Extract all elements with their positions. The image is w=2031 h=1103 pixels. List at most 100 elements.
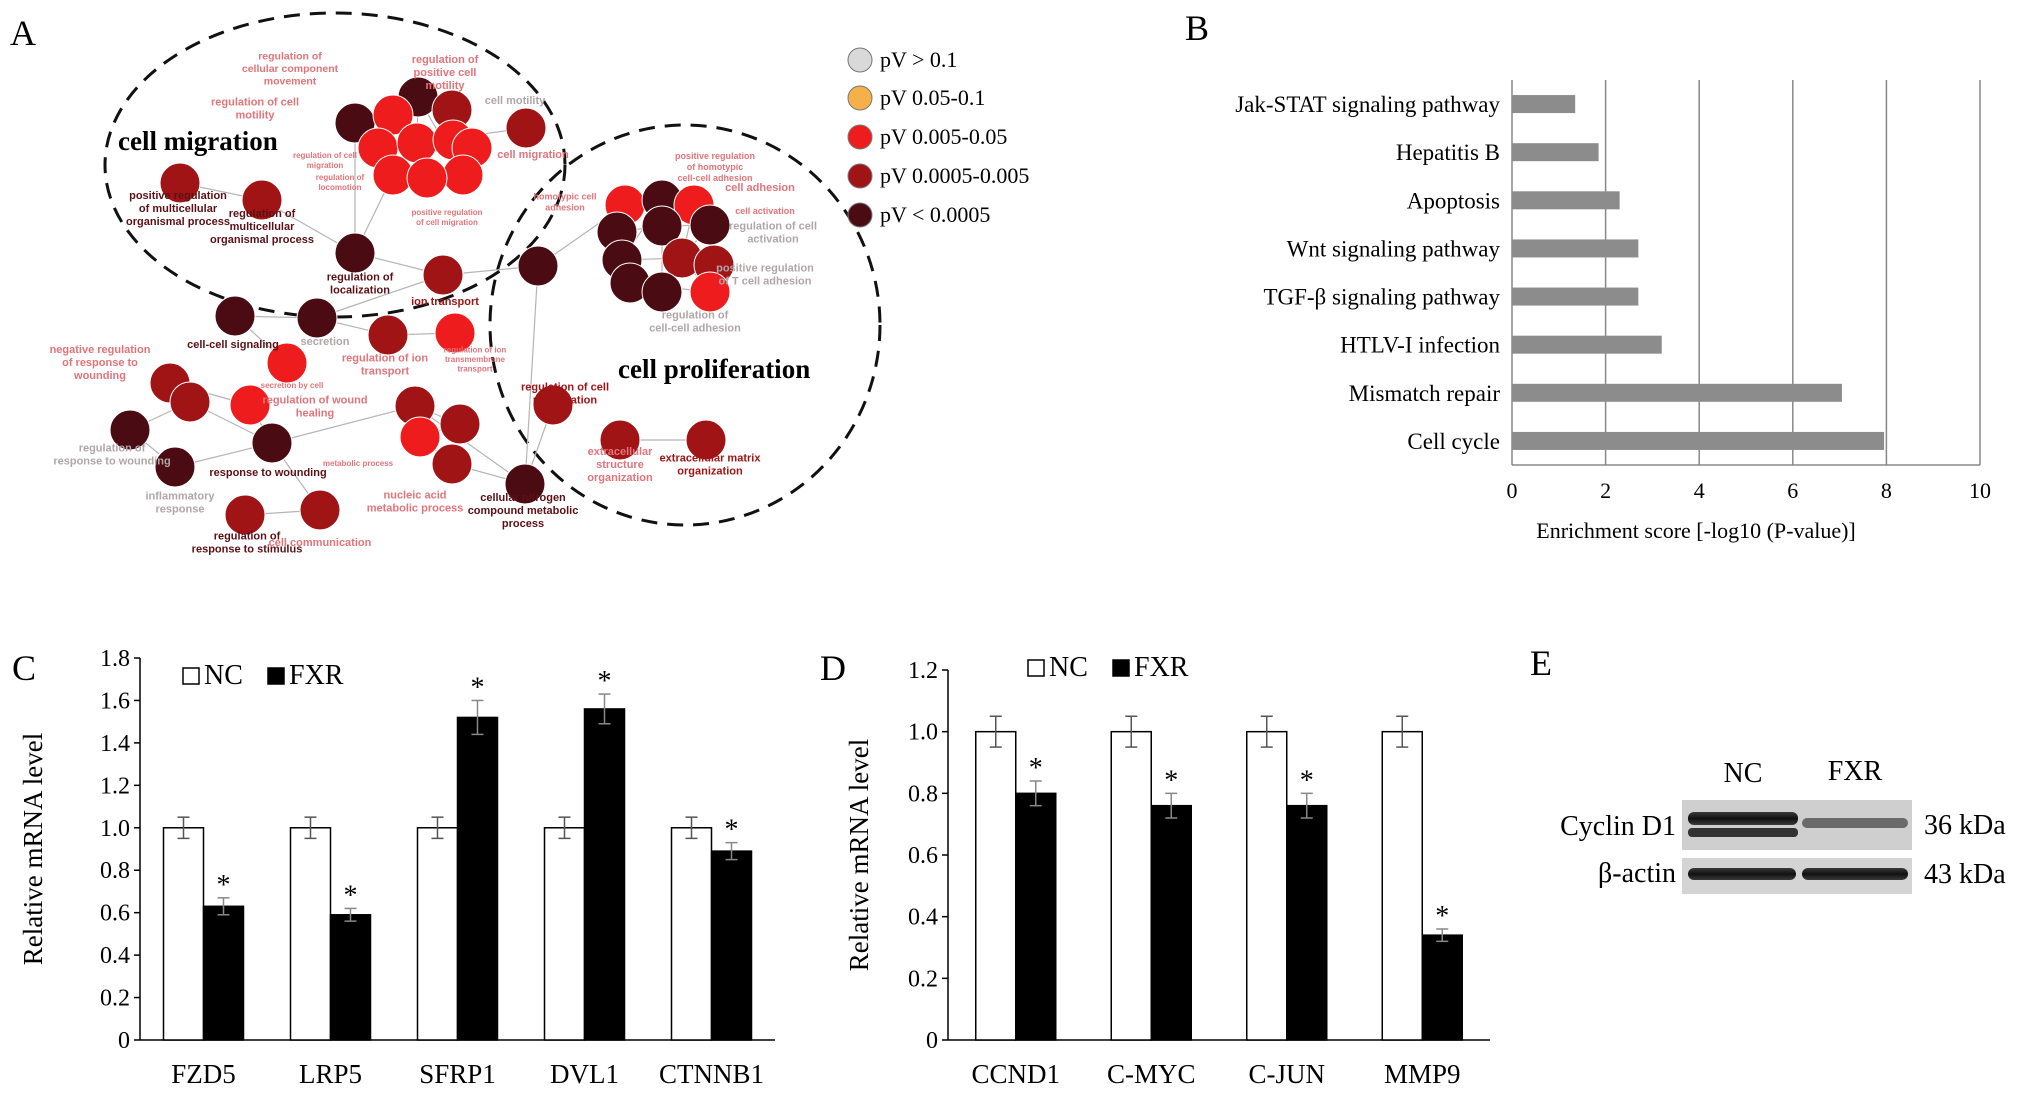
network-node	[505, 107, 547, 149]
band-actin-nc	[1688, 868, 1796, 880]
network-term-label-line: regulation of ion	[444, 345, 507, 354]
network-node	[296, 297, 338, 339]
network-term-label-line: organization	[587, 472, 653, 484]
target-gene-mrna-chart: 00.20.40.60.81.01.2*CCND1*C-MYC*C-JUN*MM…	[844, 652, 1490, 1089]
network-term-label-line: cell motility	[485, 95, 546, 107]
network-term-label: response to wounding	[209, 467, 326, 479]
network-term-label-line: metabolic process	[367, 503, 464, 515]
y-tick-label: 0.8	[908, 781, 938, 807]
band-cyclin-fxr	[1802, 818, 1908, 828]
network-term-label-line: transport	[361, 366, 410, 378]
panel-label-d: D	[820, 648, 846, 688]
legend-label-fxr: FXR	[289, 660, 344, 691]
network-term-label-line: movement	[264, 76, 317, 88]
network-term-label: metabolic process	[323, 459, 394, 468]
network-term-label-line: cell-cell adhesion	[649, 323, 741, 335]
y-tick-label: 1.0	[908, 720, 938, 746]
category-label: TGF-β signaling pathway	[1263, 285, 1500, 310]
network-node	[334, 232, 376, 274]
network-term-label-line: regulation of	[258, 50, 322, 62]
network-edge	[524, 265, 539, 485]
bar-fxr	[202, 905, 245, 1041]
bar-nc	[670, 827, 713, 1041]
network-term-label-line: homotypic cell	[533, 192, 596, 202]
lane-label-fxr: FXR	[1828, 756, 1883, 787]
y-tick-label: 1.4	[100, 731, 130, 757]
network-node	[159, 162, 201, 204]
y-tick-label: 0.2	[100, 986, 130, 1012]
network-term-label: cell adhesion	[725, 182, 795, 194]
network-term-label-line: positive regulation	[129, 190, 227, 202]
network-term-label-line: response	[156, 504, 205, 516]
network-node	[439, 403, 481, 445]
pvalue-legend: pV > 0.1 pV 0.05-0.1 pV 0.005-0.05 pV 0.…	[847, 47, 1029, 228]
network-term-label-line: multicellular	[230, 221, 296, 233]
bar-nc	[162, 827, 205, 1041]
legend-label-3: pV 0.0005-0.005	[880, 163, 1029, 188]
significance-marker: *	[598, 666, 612, 697]
legend-label-nc: NC	[204, 660, 243, 691]
bar-fxr	[1286, 804, 1328, 1041]
category-label: SFRP1	[419, 1059, 496, 1089]
network-node	[396, 122, 438, 164]
legend-swatch-4	[847, 202, 873, 228]
network-node	[431, 443, 473, 485]
network-term-label-line: compound metabolic	[468, 505, 579, 517]
significance-marker: *	[471, 672, 485, 703]
network-node	[641, 205, 683, 247]
network-term-label: cell migration	[497, 149, 569, 161]
network-term-label: cell-cell signaling	[187, 339, 279, 351]
network-term-label-line: wounding	[73, 370, 126, 382]
network-term-label-line: cell-cell signaling	[187, 339, 279, 351]
legend-swatch-fxr	[267, 667, 285, 685]
network-term-label-line: activation	[747, 234, 799, 246]
network-node	[169, 381, 211, 423]
x-axis-title: Enrichment score [-log10 (P-value)]	[1536, 518, 1856, 543]
x-tick-label: 4	[1694, 478, 1705, 503]
network-term-label-line: cell-cell adhesion	[677, 173, 752, 183]
network-term-label-line: of cell migration	[416, 218, 478, 227]
panel-label-a: A	[10, 13, 36, 53]
significance-marker: *	[725, 815, 739, 846]
protein-label-cyclin: Cyclin D1	[1560, 811, 1676, 842]
bar	[1512, 143, 1599, 162]
protein-label-actin: β-actin	[1598, 858, 1676, 889]
panel-label-e: E	[1530, 643, 1552, 683]
band-cyclin-nc-lower	[1688, 828, 1798, 837]
size-label-cyclin: 36 kDa	[1924, 810, 2006, 841]
network-term-label-line: positive regulation	[411, 208, 482, 217]
network-term-label-line: motility	[235, 110, 275, 122]
bar	[1512, 95, 1576, 114]
network-term-label-line: transmembrane	[445, 355, 506, 364]
bar	[1512, 191, 1620, 210]
bar	[1512, 431, 1885, 450]
x-tick-label: 2	[1600, 478, 1611, 503]
bar	[1512, 287, 1639, 306]
legend-label-0: pV > 0.1	[880, 47, 957, 72]
network-term-label-line: regulation of	[327, 271, 394, 283]
legend-swatch-fxr	[1112, 659, 1130, 677]
network-term-label-line: regulation of	[79, 442, 146, 454]
network-term-label-line: extracellular matrix	[660, 452, 762, 464]
legend-label-4: pV < 0.0005	[880, 202, 990, 227]
network-node	[266, 342, 308, 384]
network-term-label-line: transport	[457, 365, 492, 374]
bar-fxr	[329, 914, 372, 1041]
bar	[1512, 383, 1842, 402]
network-node	[399, 416, 441, 458]
